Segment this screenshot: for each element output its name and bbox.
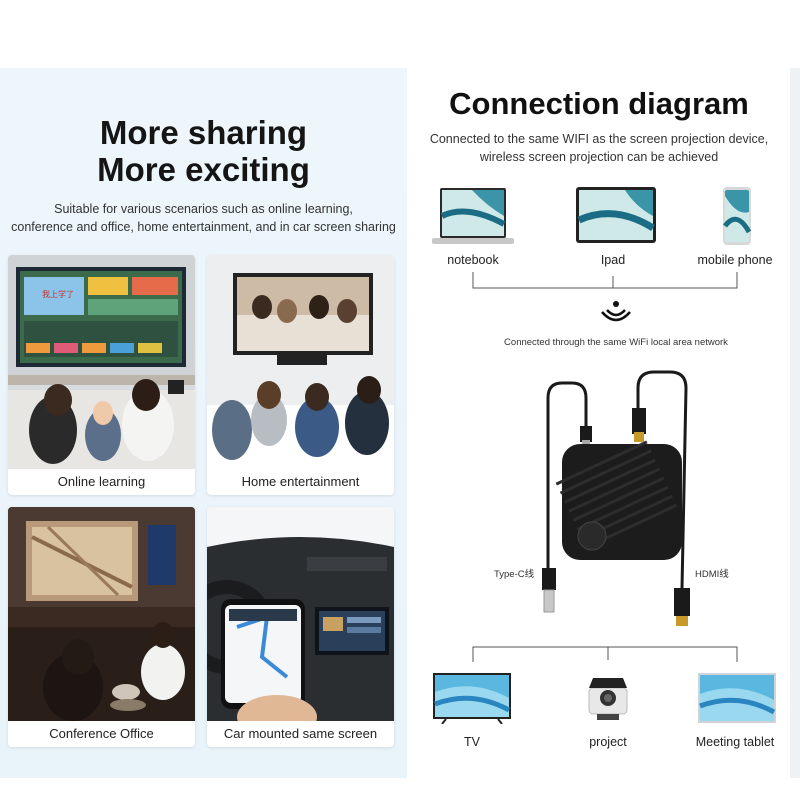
laptop-icon [432,188,514,244]
wifi-icon [601,301,631,322]
output-bracket [472,646,738,662]
tv-screen-text: 我上学了 [42,289,74,299]
source-label-ipad: Ipad [600,253,626,267]
right-subtitle-line1: Connected to the same WIFI as the screen… [429,132,769,146]
dongle-icon [542,370,690,626]
wifi-note: Connected through the same WiFi local ar… [504,337,728,348]
right-edge-strip [790,68,800,778]
tablet-icon [576,187,656,243]
left-title-line2: More exciting [97,151,310,188]
car-mounted-photo [207,507,394,721]
source-label-mobile-phone: mobile phone [697,253,773,267]
output-label-meeting-tablet: Meeting tablet [695,735,775,749]
card-label: Online learning [57,474,146,489]
source-label-notebook: notebook [447,253,499,267]
left-title-line1: More sharing [99,114,308,151]
left-subtitle-line1: Suitable for various scenarios such as o… [54,202,353,216]
card-car-mounted: Car mounted same screen [207,507,394,747]
hdmi-cable-label: HDMI线 [695,569,729,580]
card-online-learning: 我上学了 Online learning [8,255,195,495]
card-home-entertainment: Home entertainment [207,255,394,495]
conference-office-photo [8,507,195,721]
card-conference-office: Conference Office [8,507,195,747]
right-subtitle-line2: wireless screen projection can be achiev… [479,150,719,164]
left-subtitle: Suitable for various scenarios such as o… [0,200,407,236]
card-label: Car mounted same screen [223,726,378,741]
projector-icon [588,678,628,720]
card-label: Home entertainment [241,474,360,489]
type-c-cable-label: Type-C线 [494,569,535,580]
right-title: Connection diagram [449,86,749,121]
right-subtitle: Connected to the same WIFI as the screen… [408,130,790,166]
card-label: Conference Office [49,726,154,741]
online-learning-photo: 我上学了 [8,255,195,469]
output-label-project: project [589,735,627,749]
source-bracket [472,272,738,289]
tv-icon [433,673,511,724]
meeting-tablet-icon [698,673,776,723]
output-label-tv: TV [464,735,480,749]
phone-icon [723,187,752,245]
home-entertainment-photo [207,255,394,469]
left-subtitle-line2: conference and office, home entertainmen… [11,220,396,234]
